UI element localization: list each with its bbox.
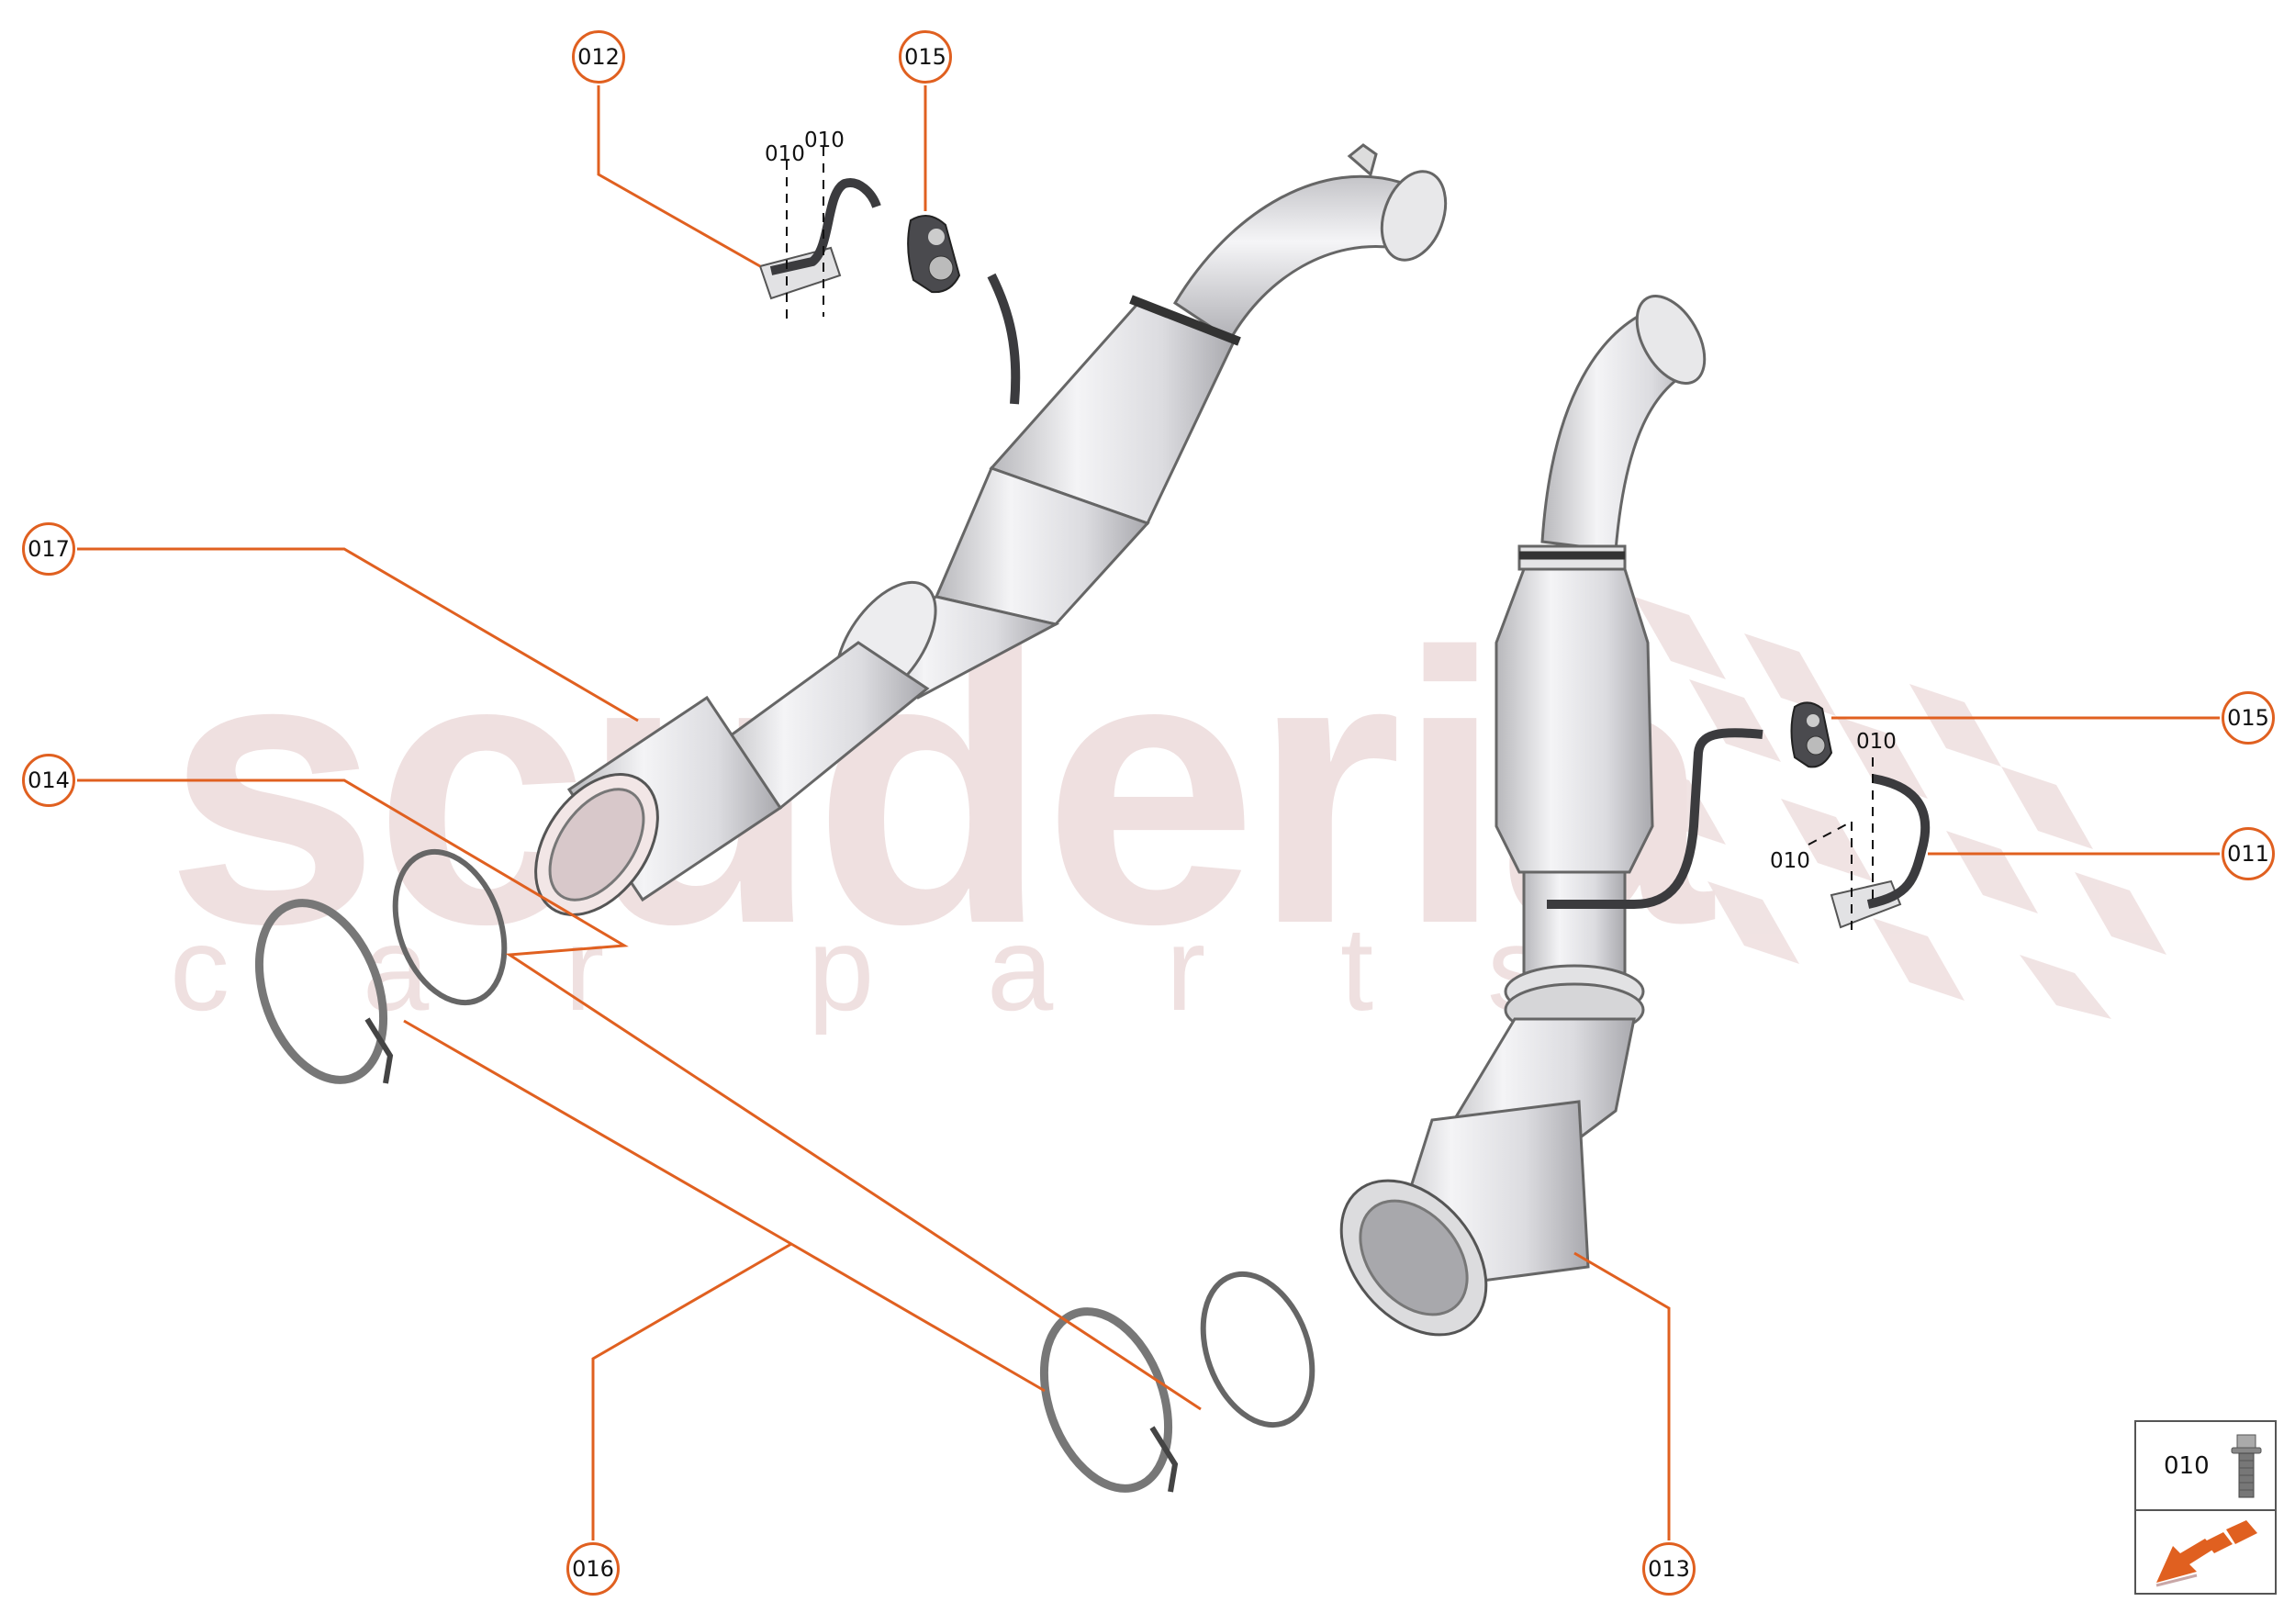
callout-011[interactable]: 011 bbox=[2222, 827, 2275, 880]
callout-015-top[interactable]: 015 bbox=[899, 30, 952, 84]
rubber-mount-015-right bbox=[1790, 701, 1833, 768]
fastener-label-010: 010 bbox=[804, 129, 845, 152]
watermark-letter: r bbox=[1166, 902, 1206, 1036]
fastener-label-010: 010 bbox=[1770, 849, 1810, 873]
vband-clamp-016-right bbox=[1039, 1307, 1179, 1493]
gasket-014-left bbox=[392, 848, 508, 1006]
watermark-letter: c bbox=[170, 902, 230, 1036]
rubber-mount-015-top bbox=[907, 215, 961, 294]
legend-fastener-code: 010 bbox=[2164, 1452, 2210, 1480]
bracket-012 bbox=[758, 147, 881, 326]
fastener-label-010: 010 bbox=[1856, 730, 1897, 754]
fastener-label-010: 010 bbox=[765, 142, 805, 166]
bracket-011 bbox=[1808, 757, 1931, 936]
legend-nav-button[interactable] bbox=[2136, 1511, 2275, 1595]
callout-015-right[interactable]: 015 bbox=[2222, 691, 2275, 745]
callout-label: 014 bbox=[28, 767, 70, 793]
gasket-014-right bbox=[1200, 1271, 1315, 1428]
callout-013[interactable]: 013 bbox=[1642, 1542, 1696, 1596]
arrow-down-left-icon bbox=[2155, 1520, 2257, 1587]
callout-label: 015 bbox=[2227, 705, 2269, 731]
callout-016[interactable]: 016 bbox=[566, 1542, 620, 1596]
callout-label: 016 bbox=[572, 1556, 614, 1582]
watermark-letter: p bbox=[808, 902, 875, 1036]
callout-label: 017 bbox=[28, 536, 70, 562]
leader-lines bbox=[77, 85, 2220, 1540]
bolt-icon bbox=[2231, 1434, 2262, 1498]
left-downpipe-catalyst bbox=[534, 143, 1448, 916]
fastener-legend: 010 bbox=[2134, 1420, 2277, 1595]
vband-clamp-016-left bbox=[254, 899, 394, 1084]
watermark-letter: t bbox=[1340, 902, 1374, 1036]
checkered-flag-watermark bbox=[1634, 597, 2166, 1019]
callout-017[interactable]: 017 bbox=[22, 522, 75, 576]
callout-label: 011 bbox=[2227, 841, 2269, 867]
right-downpipe-catalyst bbox=[1339, 295, 1763, 1337]
callout-label: 013 bbox=[1648, 1556, 1690, 1582]
legend-fastener-row[interactable]: 010 bbox=[2136, 1422, 2275, 1511]
callout-012[interactable]: 012 bbox=[572, 30, 625, 84]
callout-label: 015 bbox=[904, 44, 946, 70]
callout-label: 012 bbox=[577, 44, 620, 70]
callout-014[interactable]: 014 bbox=[22, 754, 75, 807]
watermark-letter: a bbox=[987, 902, 1054, 1036]
